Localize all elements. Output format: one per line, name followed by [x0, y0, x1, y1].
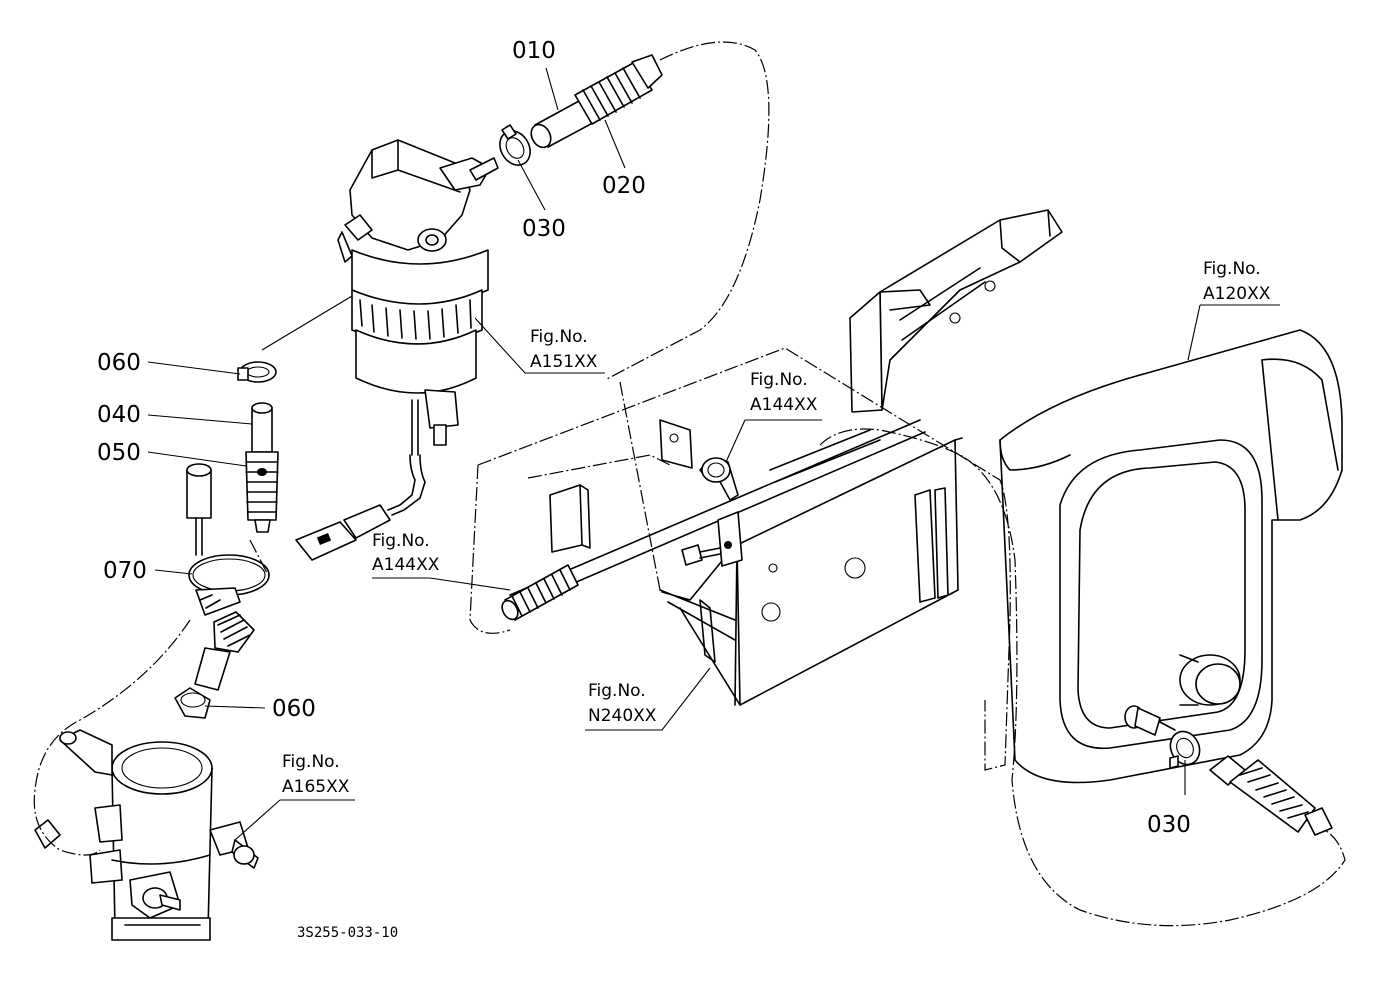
leader-lines: [147, 67, 1280, 841]
fig-a120-code: A120XX: [1203, 284, 1271, 304]
part-030-upper-label: 030: [522, 216, 566, 242]
fig-a165-title: Fig.No.: [282, 752, 340, 772]
fuel-tank: [999, 329, 1343, 784]
part-060-upper-label: 060: [97, 350, 141, 376]
fig-n240-code: N240XX: [588, 706, 657, 726]
fuel-filter-assembly: [295, 139, 499, 561]
spring-020: [574, 54, 663, 125]
fig-a151-code: A151XX: [530, 352, 598, 372]
fig-a144-top-code: A144XX: [750, 395, 818, 415]
clamp-030-lower: [1169, 730, 1201, 769]
part-070-label: 070: [103, 558, 147, 584]
fig-a165-code: A165XX: [282, 777, 350, 797]
bracket-assembly: [509, 209, 1063, 706]
fig-a144-top-title: Fig.No.: [750, 370, 808, 390]
routing-lines: [33, 41, 1346, 927]
throttle-body: [34, 729, 259, 941]
connector-stub: [186, 463, 212, 556]
fig-n240-title: Fig.No.: [588, 681, 646, 701]
fig-a120-title: Fig.No.: [1203, 259, 1261, 279]
part-050-label: 050: [97, 440, 141, 466]
clamp-060-upper: [237, 361, 277, 383]
part-060-lower-label: 060: [272, 696, 316, 722]
band-070: [188, 554, 270, 616]
hose-040: [251, 402, 273, 453]
fig-a144-left-title: Fig.No.: [372, 531, 430, 551]
clamp-060-lower: [174, 687, 211, 719]
harness-spring: [501, 564, 579, 621]
spring-050: [245, 451, 279, 533]
part-040-label: 040: [97, 402, 141, 428]
clamp-030-upper: [499, 124, 531, 166]
part-020-label: 020: [602, 173, 646, 199]
lower-hose: [194, 611, 255, 691]
part-030-lower-label: 030: [1147, 812, 1191, 838]
drawing-code: 3S255-033-10: [297, 925, 398, 941]
part-010-label: 010: [512, 38, 556, 64]
fig-a151-title: Fig.No.: [530, 327, 588, 347]
tank-hose-spring: [1209, 755, 1333, 836]
fig-a144-left-code: A144XX: [372, 555, 440, 575]
